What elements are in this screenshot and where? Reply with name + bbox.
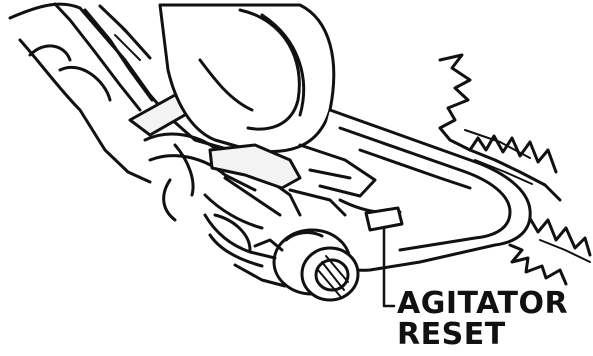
label-line-1: AGITATOR <box>397 288 568 319</box>
agitator-reset-label: AGITATOR RESET <box>397 288 568 350</box>
vacuum-canister <box>160 5 334 152</box>
lower-details <box>205 215 285 286</box>
label-line-2: RESET <box>397 319 568 350</box>
